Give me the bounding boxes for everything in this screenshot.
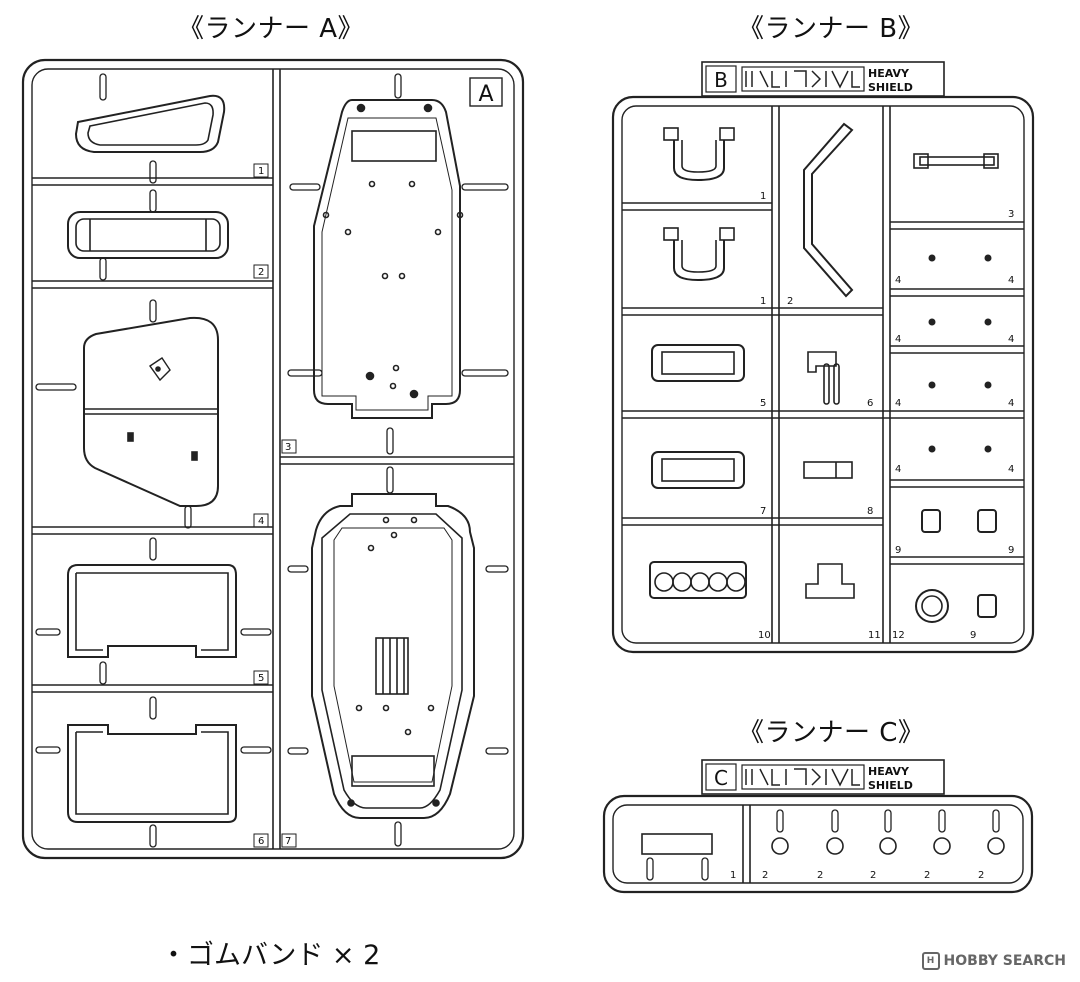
part-number: 4 <box>895 334 901 345</box>
hobby-search-logo-icon: H <box>921 952 940 970</box>
part-number: 10 <box>758 630 771 641</box>
part-number: 2 <box>787 296 793 307</box>
part-number: 5 <box>760 398 766 409</box>
part-number: 7 <box>285 836 291 847</box>
part-number: 2 <box>870 870 876 881</box>
part-number: 11 <box>868 630 881 641</box>
part-number: 1 <box>760 191 766 202</box>
part-number: 1 <box>730 870 736 881</box>
runner-b-tag-line1: HEAVY <box>868 67 910 80</box>
part-number: 9 <box>1008 545 1014 556</box>
watermark-text: HOBBY SEARCH <box>943 953 1066 969</box>
part-number: 4 <box>1008 398 1014 409</box>
runner-a-letter: A <box>478 82 493 107</box>
part-number: 4 <box>1008 464 1014 475</box>
part-number: 1 <box>760 296 766 307</box>
part-number: 8 <box>867 506 873 517</box>
rubber-band-note: ・ゴムバンド × 2 <box>160 940 381 971</box>
part-number: 4 <box>895 464 901 475</box>
part-number: 4 <box>1008 275 1014 286</box>
part-number: 2 <box>762 870 768 881</box>
runner-c-tag-line1: HEAVY <box>868 765 910 778</box>
part-number: 2 <box>978 870 984 881</box>
part-number: 6 <box>258 836 264 847</box>
part-number: 1 <box>258 166 264 177</box>
part-number: 6 <box>867 398 873 409</box>
part-number: 3 <box>1008 209 1014 220</box>
runner-b-title: 《ランナー B》 <box>738 14 925 44</box>
runner-c-part-numbers: 1 2 2 2 2 2 <box>730 870 984 881</box>
part-number: 2 <box>817 870 823 881</box>
part-number: 4 <box>258 516 264 527</box>
runner-c <box>602 759 1034 894</box>
part-number: 4 <box>895 398 901 409</box>
runner-b-tag-line2: SHIELD <box>868 81 913 94</box>
runner-a-title: 《ランナー A》 <box>178 14 365 44</box>
part-number: 2 <box>258 267 264 278</box>
part-number: 9 <box>895 545 901 556</box>
runner-b-tag-letter: B <box>714 68 728 92</box>
part-number: 4 <box>895 275 901 286</box>
runner-c-tag-letter: C <box>714 766 728 790</box>
runner-a-part-numbers: 1 2 3 4 5 6 7 <box>258 166 291 847</box>
part-number: 4 <box>1008 334 1014 345</box>
runner-c-tag-line2: SHIELD <box>868 779 913 792</box>
watermark: H HOBBY SEARCH <box>921 952 1066 970</box>
part-number: 3 <box>285 442 291 453</box>
part-number: 5 <box>258 673 264 684</box>
runner-b-part-numbers: 1 1 2 3 4 4 4 4 4 4 4 4 5 6 7 8 9 9 9 10… <box>758 191 1014 641</box>
part-number: 7 <box>760 506 766 517</box>
runner-a <box>21 58 525 860</box>
part-number: 9 <box>970 630 976 641</box>
runner-c-title: 《ランナー C》 <box>738 718 925 748</box>
part-number: 12 <box>892 630 905 641</box>
part-number: 2 <box>924 870 930 881</box>
runner-b <box>611 61 1035 654</box>
